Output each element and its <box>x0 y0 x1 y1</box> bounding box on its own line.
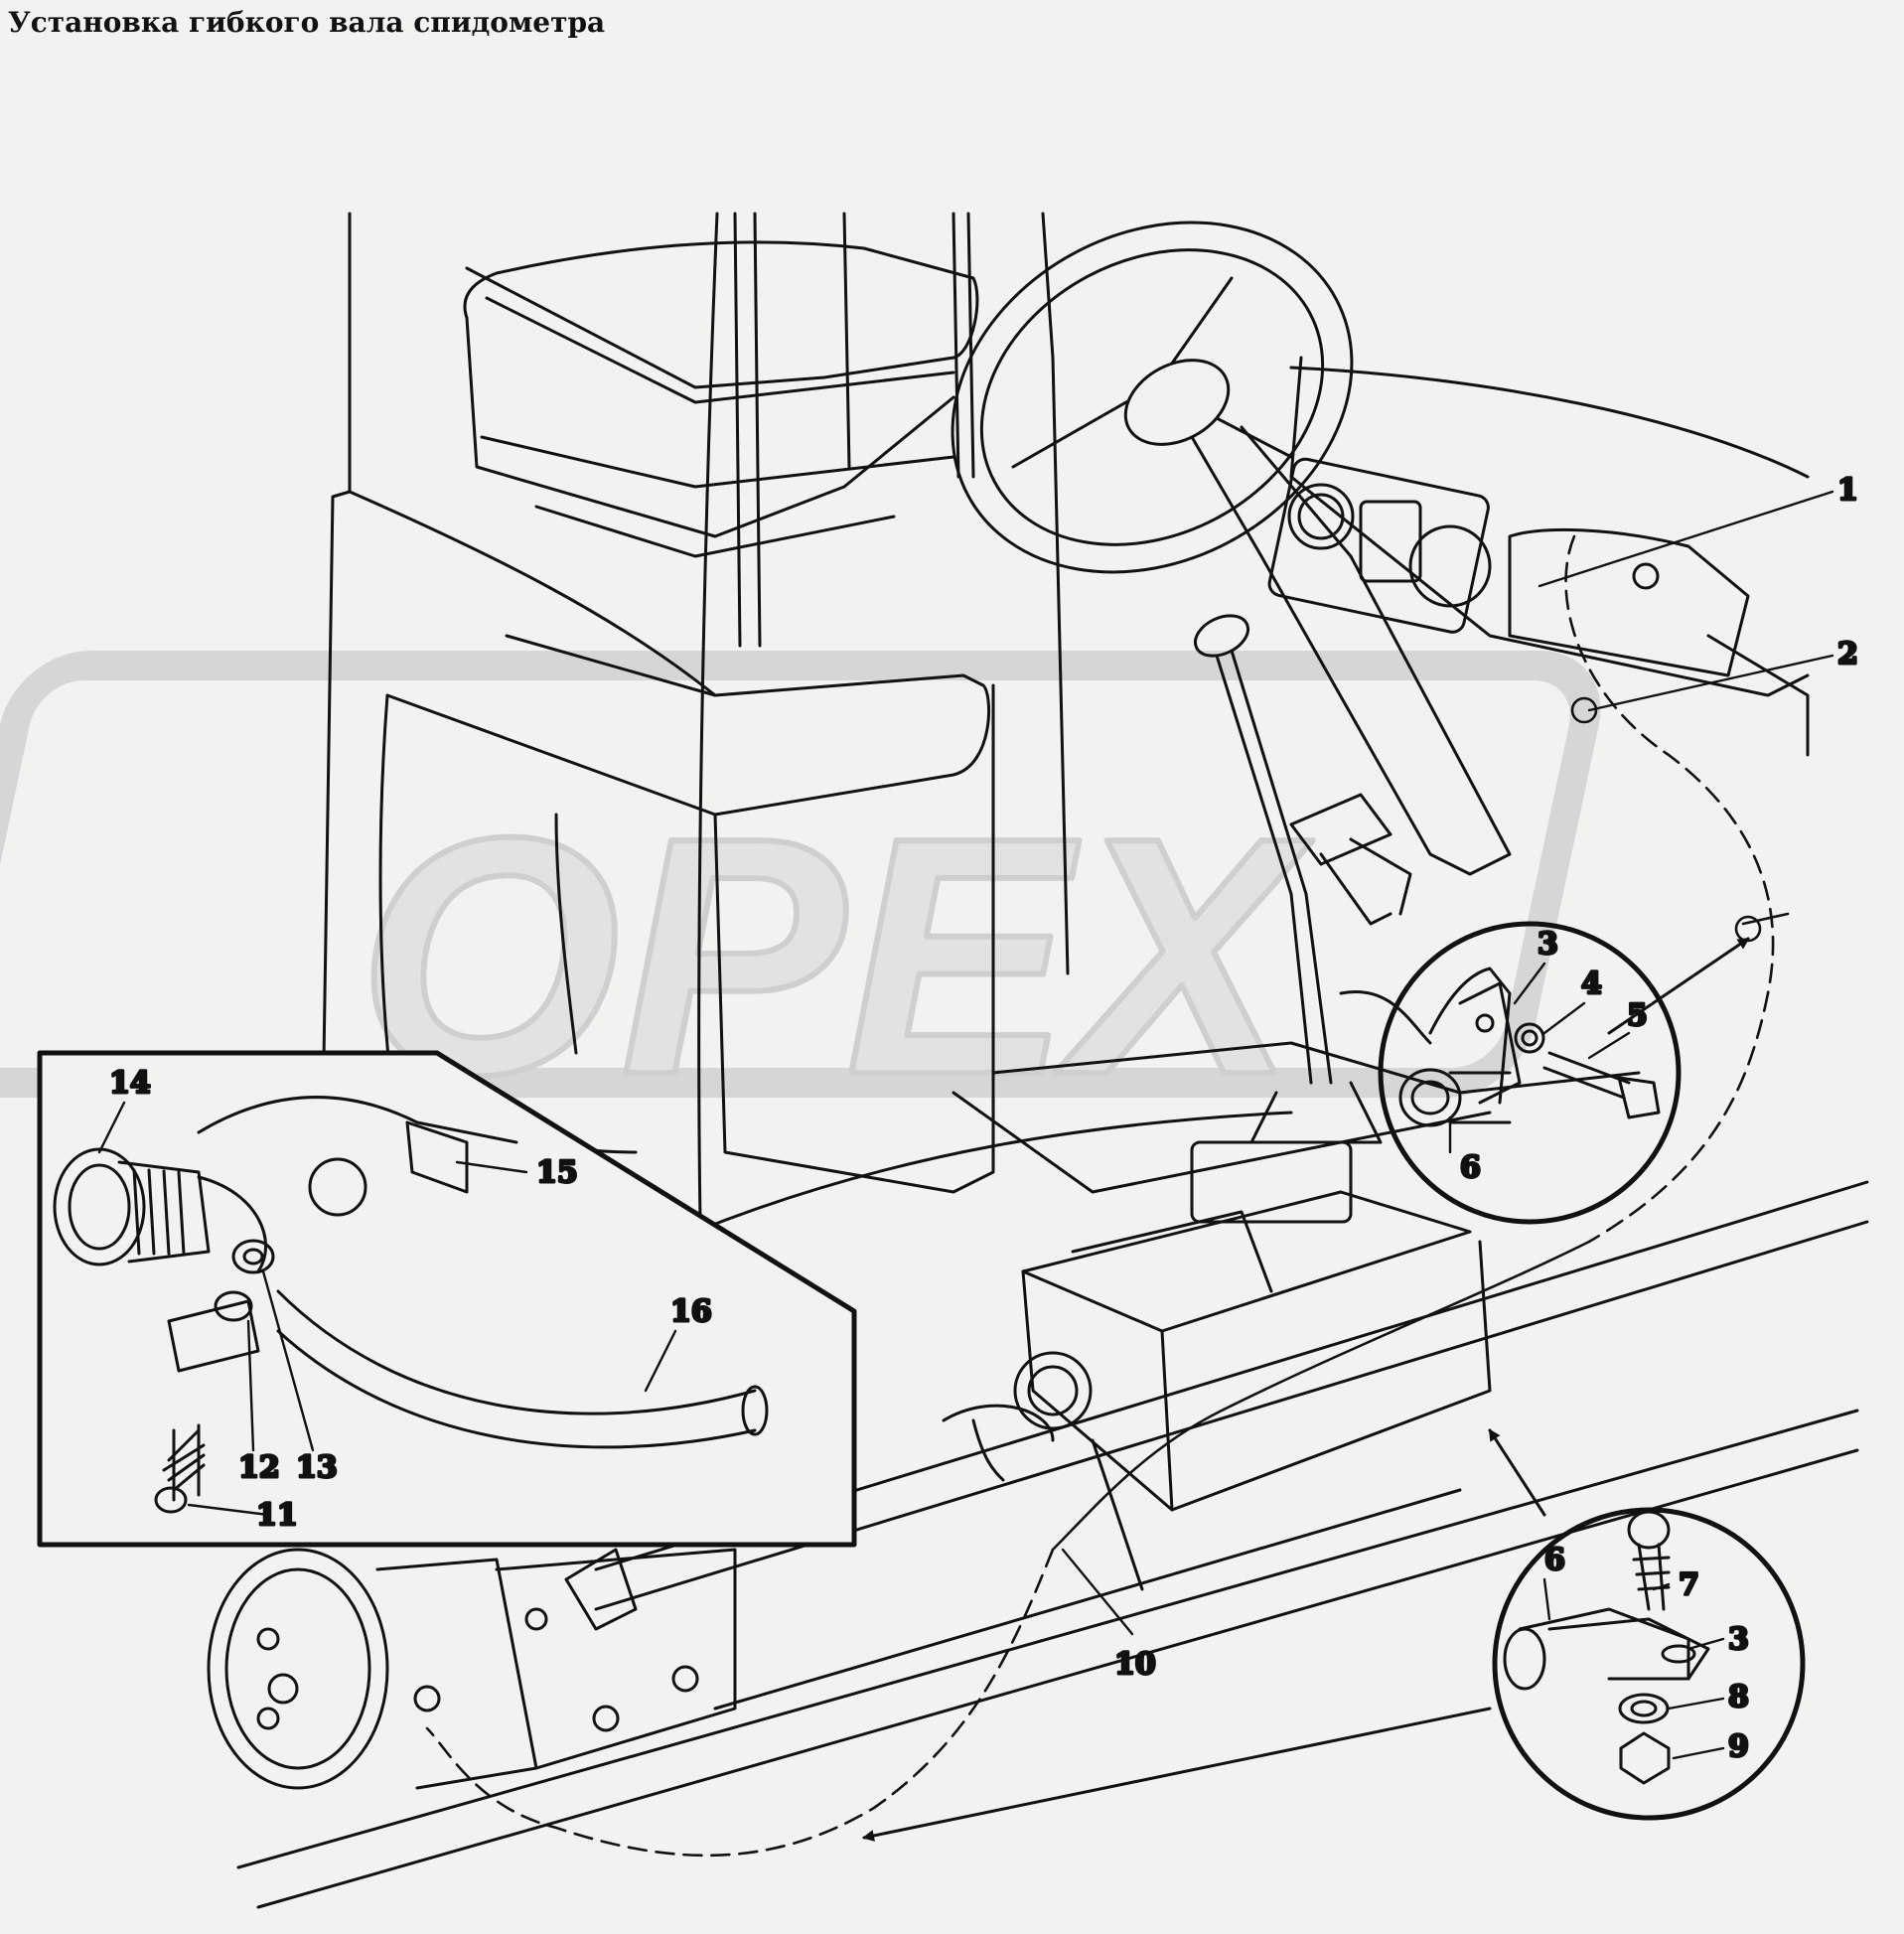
callout-1: 1 <box>1837 473 1858 508</box>
cab-body <box>321 212 1070 1224</box>
callout-10: 10 <box>1114 1647 1156 1682</box>
callout-8: 8 <box>1728 1680 1749 1714</box>
callouts: 1 2 3 4 5 6 14 15 16 12 13 11 10 6 7 3 8… <box>108 472 1860 1766</box>
gear-lever <box>1190 614 1383 1224</box>
callout-5: 5 <box>1627 998 1648 1033</box>
leader-lines <box>97 490 1834 1760</box>
callout-12: 12 <box>238 1450 280 1485</box>
callout-2: 2 <box>1837 637 1858 671</box>
callout-7: 7 <box>1679 1567 1699 1602</box>
callout-11: 11 <box>256 1498 298 1533</box>
detail-circle-dash-bracket <box>1378 921 1750 1225</box>
callout-6a: 6 <box>1460 1150 1481 1185</box>
callout-14: 14 <box>109 1066 151 1101</box>
callout-13: 13 <box>296 1450 338 1485</box>
callout-6b: 6 <box>1544 1543 1565 1577</box>
inset-box <box>37 1050 857 1548</box>
watermark: OPEX <box>0 651 1601 1148</box>
callout-4: 4 <box>1581 967 1602 1001</box>
callout-3b: 3 <box>1728 1622 1749 1657</box>
pedal <box>1289 793 1412 926</box>
diagram-title: Установка гибкого вала спидометра <box>8 6 606 39</box>
speedometer-cable-solid <box>1051 696 1790 1552</box>
door-window-frame <box>463 240 979 558</box>
callout-3a: 3 <box>1538 927 1558 962</box>
steering-wheel <box>951 221 1512 876</box>
callout-9: 9 <box>1728 1729 1749 1764</box>
gearbox <box>942 1190 1492 1591</box>
dashboard <box>1267 356 1810 757</box>
transfer-case <box>207 1548 737 1790</box>
watermark-text: OPEX <box>358 768 1313 1145</box>
callout-16: 16 <box>670 1294 712 1329</box>
speedometer-cable <box>425 534 1775 1858</box>
detail-circle-clamp <box>862 1428 1806 1842</box>
callout-15: 15 <box>536 1155 578 1190</box>
